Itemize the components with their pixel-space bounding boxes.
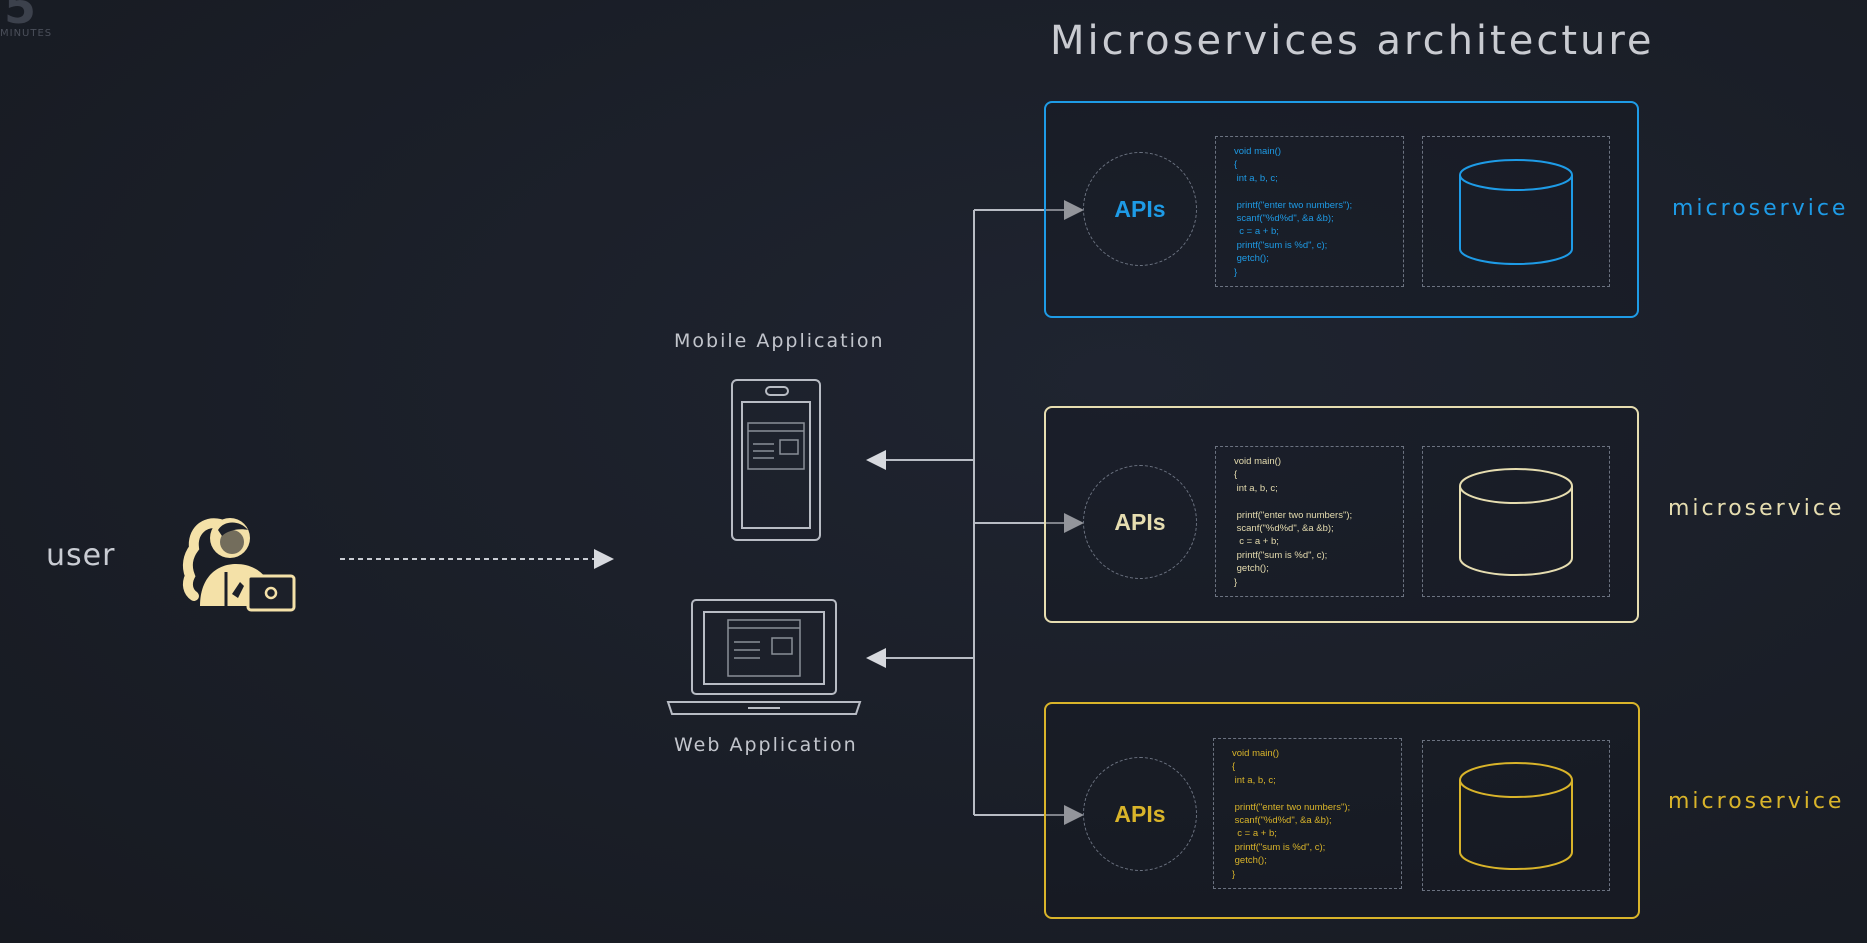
laptop-icon [666,599,862,715]
microservice-label-2: microservice [1668,496,1845,521]
database-box-1 [1422,136,1610,287]
apis-node-1: APIs [1083,152,1197,266]
database-icon [1459,761,1573,870]
database-icon [1459,467,1573,576]
code-snippet-3: void main() { int a, b, c; printf("enter… [1213,738,1402,889]
channel-logo: 5 MINUTES [0,0,60,48]
apis-node-2: APIs [1083,465,1197,579]
apis-node-3: APIs [1083,757,1197,871]
code-snippet-2: void main() { int a, b, c; printf("enter… [1215,446,1404,597]
microservice-label-3: microservice [1668,789,1845,814]
code-snippet-1: void main() { int a, b, c; printf("enter… [1215,136,1404,287]
diagram-title: Microservices architecture [1050,18,1655,64]
microservice-label-1: microservice [1672,196,1849,221]
web-app-label: Web Application [674,734,858,756]
mobile-app-label: Mobile Application [674,330,885,352]
database-box-3 [1422,740,1610,891]
mobile-phone-icon [731,379,821,541]
database-box-2 [1422,446,1610,597]
database-icon [1459,158,1573,265]
user-label: user [46,538,116,573]
logo-number: 5 [4,0,37,34]
user-with-laptop-icon [182,518,296,612]
logo-caption: MINUTES [0,28,53,39]
